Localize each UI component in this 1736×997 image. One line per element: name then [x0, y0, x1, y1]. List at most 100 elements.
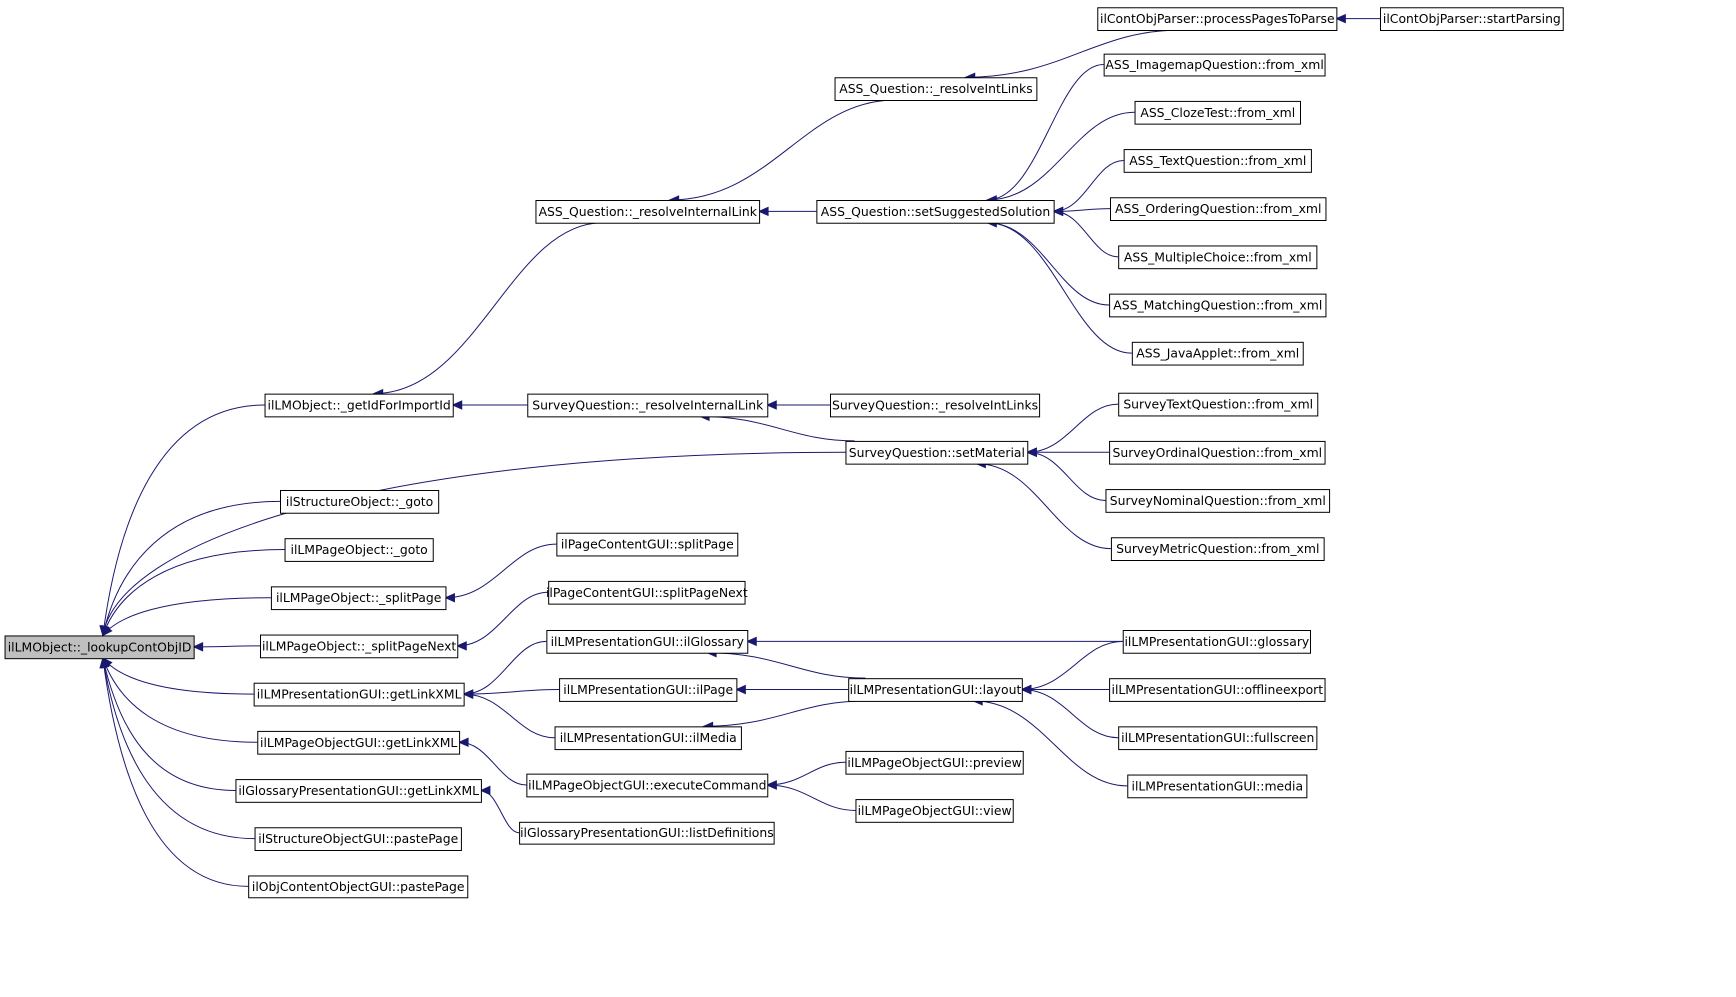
edge-executeCommand-to-pageObjGetLinkXML — [457, 737, 527, 786]
edge-svText-to-surveySetMaterial — [1026, 403, 1119, 458]
node-illmpresentationgui-fullscreen[interactable]: ilLMPresentationGUI::fullscreen — [1118, 726, 1318, 751]
node-illmobject-lookupcontobjid[interactable]: ilLMObject::_lookupContObjID — [4, 635, 195, 660]
edge-presGlossary-to-presLayout — [1020, 640, 1123, 695]
node-illmpresentationgui-ilpage[interactable]: ilLMPresentationGUI::ilPage — [559, 678, 738, 702]
node-label: ilLMPageObject::_goto — [291, 542, 428, 557]
node-surveyquestion-setmaterial[interactable]: SurveyQuestion::setMaterial — [845, 440, 1029, 465]
node-label: SurveyQuestion::_resolveIntLinks — [832, 398, 1038, 413]
edge-assResolveInternal-to-getIdForImportId — [372, 222, 603, 399]
node-label: ilLMPresentationGUI::ilPage — [563, 682, 733, 697]
node-illmpageobjectgui-executecommand[interactable]: ilLMPageObjectGUI::executeCommand — [526, 773, 769, 798]
node-illmpresentationgui-getlinkxml[interactable]: ilLMPresentationGUI::getLinkXML — [253, 682, 465, 707]
node-surveyquestion-resolveintlinks[interactable]: SurveyQuestion::_resolveIntLinks — [830, 393, 1041, 418]
edge-pcSplitPage-to-splitPage — [444, 543, 557, 603]
node-ass-orderingquestion-from-xml[interactable]: ASS_OrderingQuestion::from_xml — [1110, 197, 1327, 221]
edge-line — [463, 693, 555, 739]
node-surveynominalquestion-from-xml[interactable]: SurveyNominalQuestion::from_xml — [1105, 489, 1331, 513]
node-illmpageobject-splitpage[interactable]: ilLMPageObject::_splitPage — [270, 586, 447, 611]
node-box — [1122, 630, 1312, 654]
edge-structGoto-to-lookup — [100, 500, 281, 637]
node-illmpresentationgui-ilglossary[interactable]: ilLMPresentationGUI::ilGlossary — [546, 630, 749, 654]
arrowhead-icon — [444, 592, 455, 603]
node-illmobject-getidforimportid[interactable]: ilLMObject::_getIdForImportId — [264, 393, 454, 418]
node-ass-clozetest-from-xml[interactable]: ASS_ClozeTest::from_xml — [1134, 100, 1301, 125]
node-illmpageobjectgui-view[interactable]: ilLMPageObjectGUI::view — [855, 799, 1014, 823]
edge-view-to-executeCommand — [766, 780, 856, 811]
arrowhead-icon — [1020, 684, 1032, 695]
node-illmpageobject-goto[interactable]: ilLMPageObject::_goto — [284, 538, 434, 562]
arrowhead-icon — [451, 400, 463, 410]
node-illmpageobjectgui-getlinkxml[interactable]: ilLMPageObjectGUI::getLinkXML — [257, 730, 461, 755]
node-label: ilGlossaryPresentationGUI::getLinkXML — [238, 783, 479, 798]
edge-line — [987, 64, 1104, 201]
node-illmpresentationgui-ilmedia[interactable]: ilLMPresentationGUI::ilMedia — [554, 726, 742, 751]
arrowhead-icon — [462, 689, 474, 699]
node-box — [260, 634, 459, 659]
node-ass-javaapplet-from-xml[interactable]: ASS_JavaApplet::from_xml — [1131, 341, 1304, 366]
node-surveyquestion-resolveinternallink[interactable]: SurveyQuestion::_resolveInternalLink — [527, 393, 769, 418]
node-illmpresentationgui-offlineexport[interactable]: ilLMPresentationGUI::offlineexport — [1109, 678, 1326, 702]
node-ass-multiplechoice-from-xml[interactable]: ASS_MultipleChoice::from_xml — [1118, 245, 1318, 270]
edge-line — [102, 549, 285, 636]
node-label: ilObjContentObjectGUI::pastePage — [252, 879, 465, 894]
node-ilobjcontentobjectgui-pastepage[interactable]: ilObjContentObjectGUI::pastePage — [248, 875, 469, 899]
node-ass-question-resolveinternallink[interactable]: ASS_Question::_resolveInternalLink — [535, 200, 761, 224]
node-box — [1103, 53, 1326, 77]
node-label: ASS_Question::setSuggestedSolution — [821, 204, 1050, 219]
node-ass-question-setsuggestedsolution[interactable]: ASS_Question::setSuggestedSolution — [816, 200, 1055, 224]
node-ilpagecontentgui-splitpage[interactable]: ilPageContentGUI::splitPage — [556, 532, 739, 557]
edge-layer — [99, 13, 1380, 887]
node-label: ilLMPresentationGUI::layout — [850, 682, 1022, 697]
edge-line — [965, 29, 1181, 78]
node-box — [1118, 245, 1318, 270]
edge-line — [1027, 403, 1119, 453]
node-ass-textquestion-from-xml[interactable]: ASS_TextQuestion::from_xml — [1123, 149, 1312, 173]
node-illmpresentationgui-layout[interactable]: ilLMPresentationGUI::layout — [848, 678, 1023, 702]
node-illmpresentationgui-media[interactable]: ilLMPresentationGUI::media — [1127, 774, 1308, 799]
node-ass-imagemapquestion-from-xml[interactable]: ASS_ImagemapQuestion::from_xml — [1103, 53, 1326, 77]
node-ilcontobjparser-processpagestoparse[interactable]: ilContObjParser::processPagesToParse — [1097, 7, 1338, 31]
node-box — [1110, 197, 1327, 221]
node-label: ilGlossaryPresentationGUI::listDefinitio… — [520, 825, 774, 840]
edge-surveyResolveIntLinks-to-surveyResolveInternal — [766, 400, 830, 410]
node-label: ilLMPageObjectGUI::executeCommand — [528, 778, 766, 793]
node-surveyordinalquestion-from-xml[interactable]: SurveyOrdinalQuestion::from_xml — [1109, 440, 1326, 465]
edge-presGlossary-to-presIlGlossary — [746, 636, 1123, 647]
node-box — [548, 580, 746, 605]
arrowhead-icon — [1052, 206, 1064, 217]
node-ilglossarypresentationgui-getlinkxml[interactable]: ilGlossaryPresentationGUI::getLinkXML — [235, 779, 482, 803]
node-ilpagecontentgui-splitpagenext[interactable]: ilPageContentGUI::splitPageNext — [546, 580, 748, 605]
node-box — [1109, 440, 1326, 465]
edge-presGetLinkXML-to-lookup — [102, 657, 254, 695]
edge-line — [703, 700, 866, 727]
node-label: ilContObjParser::startParsing — [1383, 11, 1561, 26]
node-box — [1134, 100, 1301, 125]
edge-line — [457, 591, 549, 647]
node-label: ilLMPresentationGUI::getLinkXML — [257, 687, 462, 702]
node-box — [559, 678, 738, 702]
edge-line — [445, 543, 557, 599]
node-ass-matchingquestion-from-xml[interactable]: ASS_MatchingQuestion::from_xml — [1109, 293, 1327, 318]
node-illmpageobjectgui-preview[interactable]: ilLMPageObjectGUI::preview — [845, 750, 1024, 775]
node-label: ilPageContentGUI::splitPage — [561, 537, 734, 552]
edge-line — [193, 645, 261, 648]
node-surveymetricquestion-from-xml[interactable]: SurveyMetricQuestion::from_xml — [1110, 537, 1325, 561]
node-ilcontobjparser-startparsing[interactable]: ilContObjParser::startParsing — [1380, 7, 1564, 31]
edge-pageObjGetLinkXML-to-lookup — [101, 657, 258, 743]
node-label: ilPageContentGUI::splitPageNext — [546, 585, 748, 600]
node-illmpresentationgui-glossary[interactable]: ilLMPresentationGUI::glossary — [1122, 630, 1312, 654]
node-ilstructureobject-goto[interactable]: ilStructureObject::_goto — [280, 490, 440, 514]
node-ilstructureobjectgui-pastepage[interactable]: ilStructureObjectGUI::pastePage — [254, 827, 462, 851]
edge-glossGetLinkXML-to-lookup — [100, 656, 236, 791]
edge-line — [987, 111, 1135, 201]
node-ass-question-resolveintlinks[interactable]: ASS_Question::_resolveIntLinks — [834, 77, 1038, 101]
edge-splitPageNext-to-lookup — [192, 642, 261, 652]
arrowhead-icon — [479, 785, 491, 796]
node-surveytextquestion-from-xml[interactable]: SurveyTextQuestion::from_xml — [1118, 392, 1319, 417]
edge-svMetric-to-surveySetMaterial — [975, 458, 1111, 550]
node-illmpageobject-splitpagenext[interactable]: ilLMPageObject::_splitPageNext — [260, 634, 459, 659]
node-box — [848, 678, 1023, 702]
node-box — [1097, 7, 1338, 31]
node-ilglossarypresentationgui-listdefinitions[interactable]: ilGlossaryPresentationGUI::listDefinitio… — [519, 821, 775, 845]
node-box — [834, 77, 1038, 101]
